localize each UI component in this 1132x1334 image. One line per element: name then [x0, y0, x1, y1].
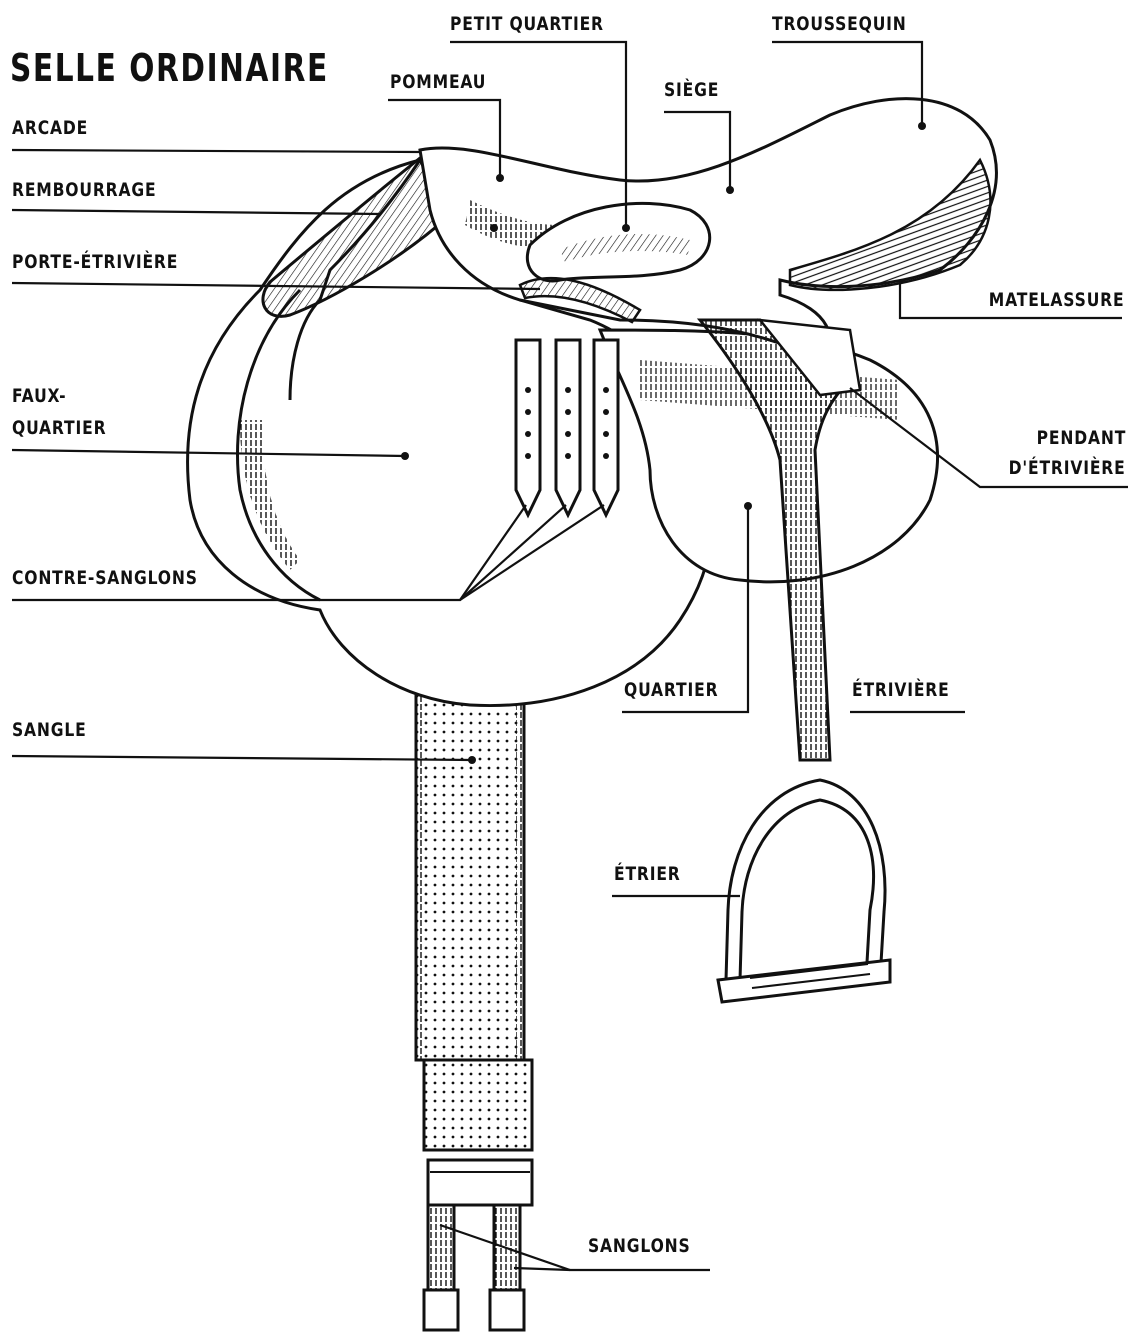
diagram-title: SELLE ORDINAIRE [10, 46, 329, 90]
girth-strap [416, 680, 532, 1330]
label-sanglons: SANGLONS [588, 1236, 691, 1258]
label-pendant-etriviere-line2: D'ÉTRIVIÈRE [1009, 458, 1126, 480]
label-matelassure: MATELASSURE [988, 290, 1124, 312]
label-etrier: ÉTRIER [614, 864, 681, 886]
billets [516, 340, 618, 515]
label-etriviere: ÉTRIVIÈRE [852, 680, 950, 702]
label-pendant-etriviere-line1: PENDANT [1036, 428, 1126, 450]
stirrup-iron [718, 780, 890, 1002]
label-arcade: ARCADE [12, 118, 88, 140]
label-contre-sanglons: CONTRE-SANGLONS [12, 568, 198, 590]
label-faux-quartier-line1: FAUX- [12, 386, 66, 408]
label-quartier: QUARTIER [624, 680, 718, 702]
label-siege: SIÈGE [664, 80, 719, 102]
label-troussequin: TROUSSEQUIN [772, 14, 907, 36]
label-pommeau: POMMEAU [390, 72, 486, 94]
label-rembourrage: REMBOURRAGE [12, 180, 156, 202]
label-petit-quartier: PETIT QUARTIER [450, 14, 604, 36]
label-porte-etriviere: PORTE-ÉTRIVIÈRE [12, 252, 178, 274]
label-sangle: SANGLE [12, 720, 87, 742]
label-faux-quartier-line2: QUARTIER [12, 418, 106, 440]
